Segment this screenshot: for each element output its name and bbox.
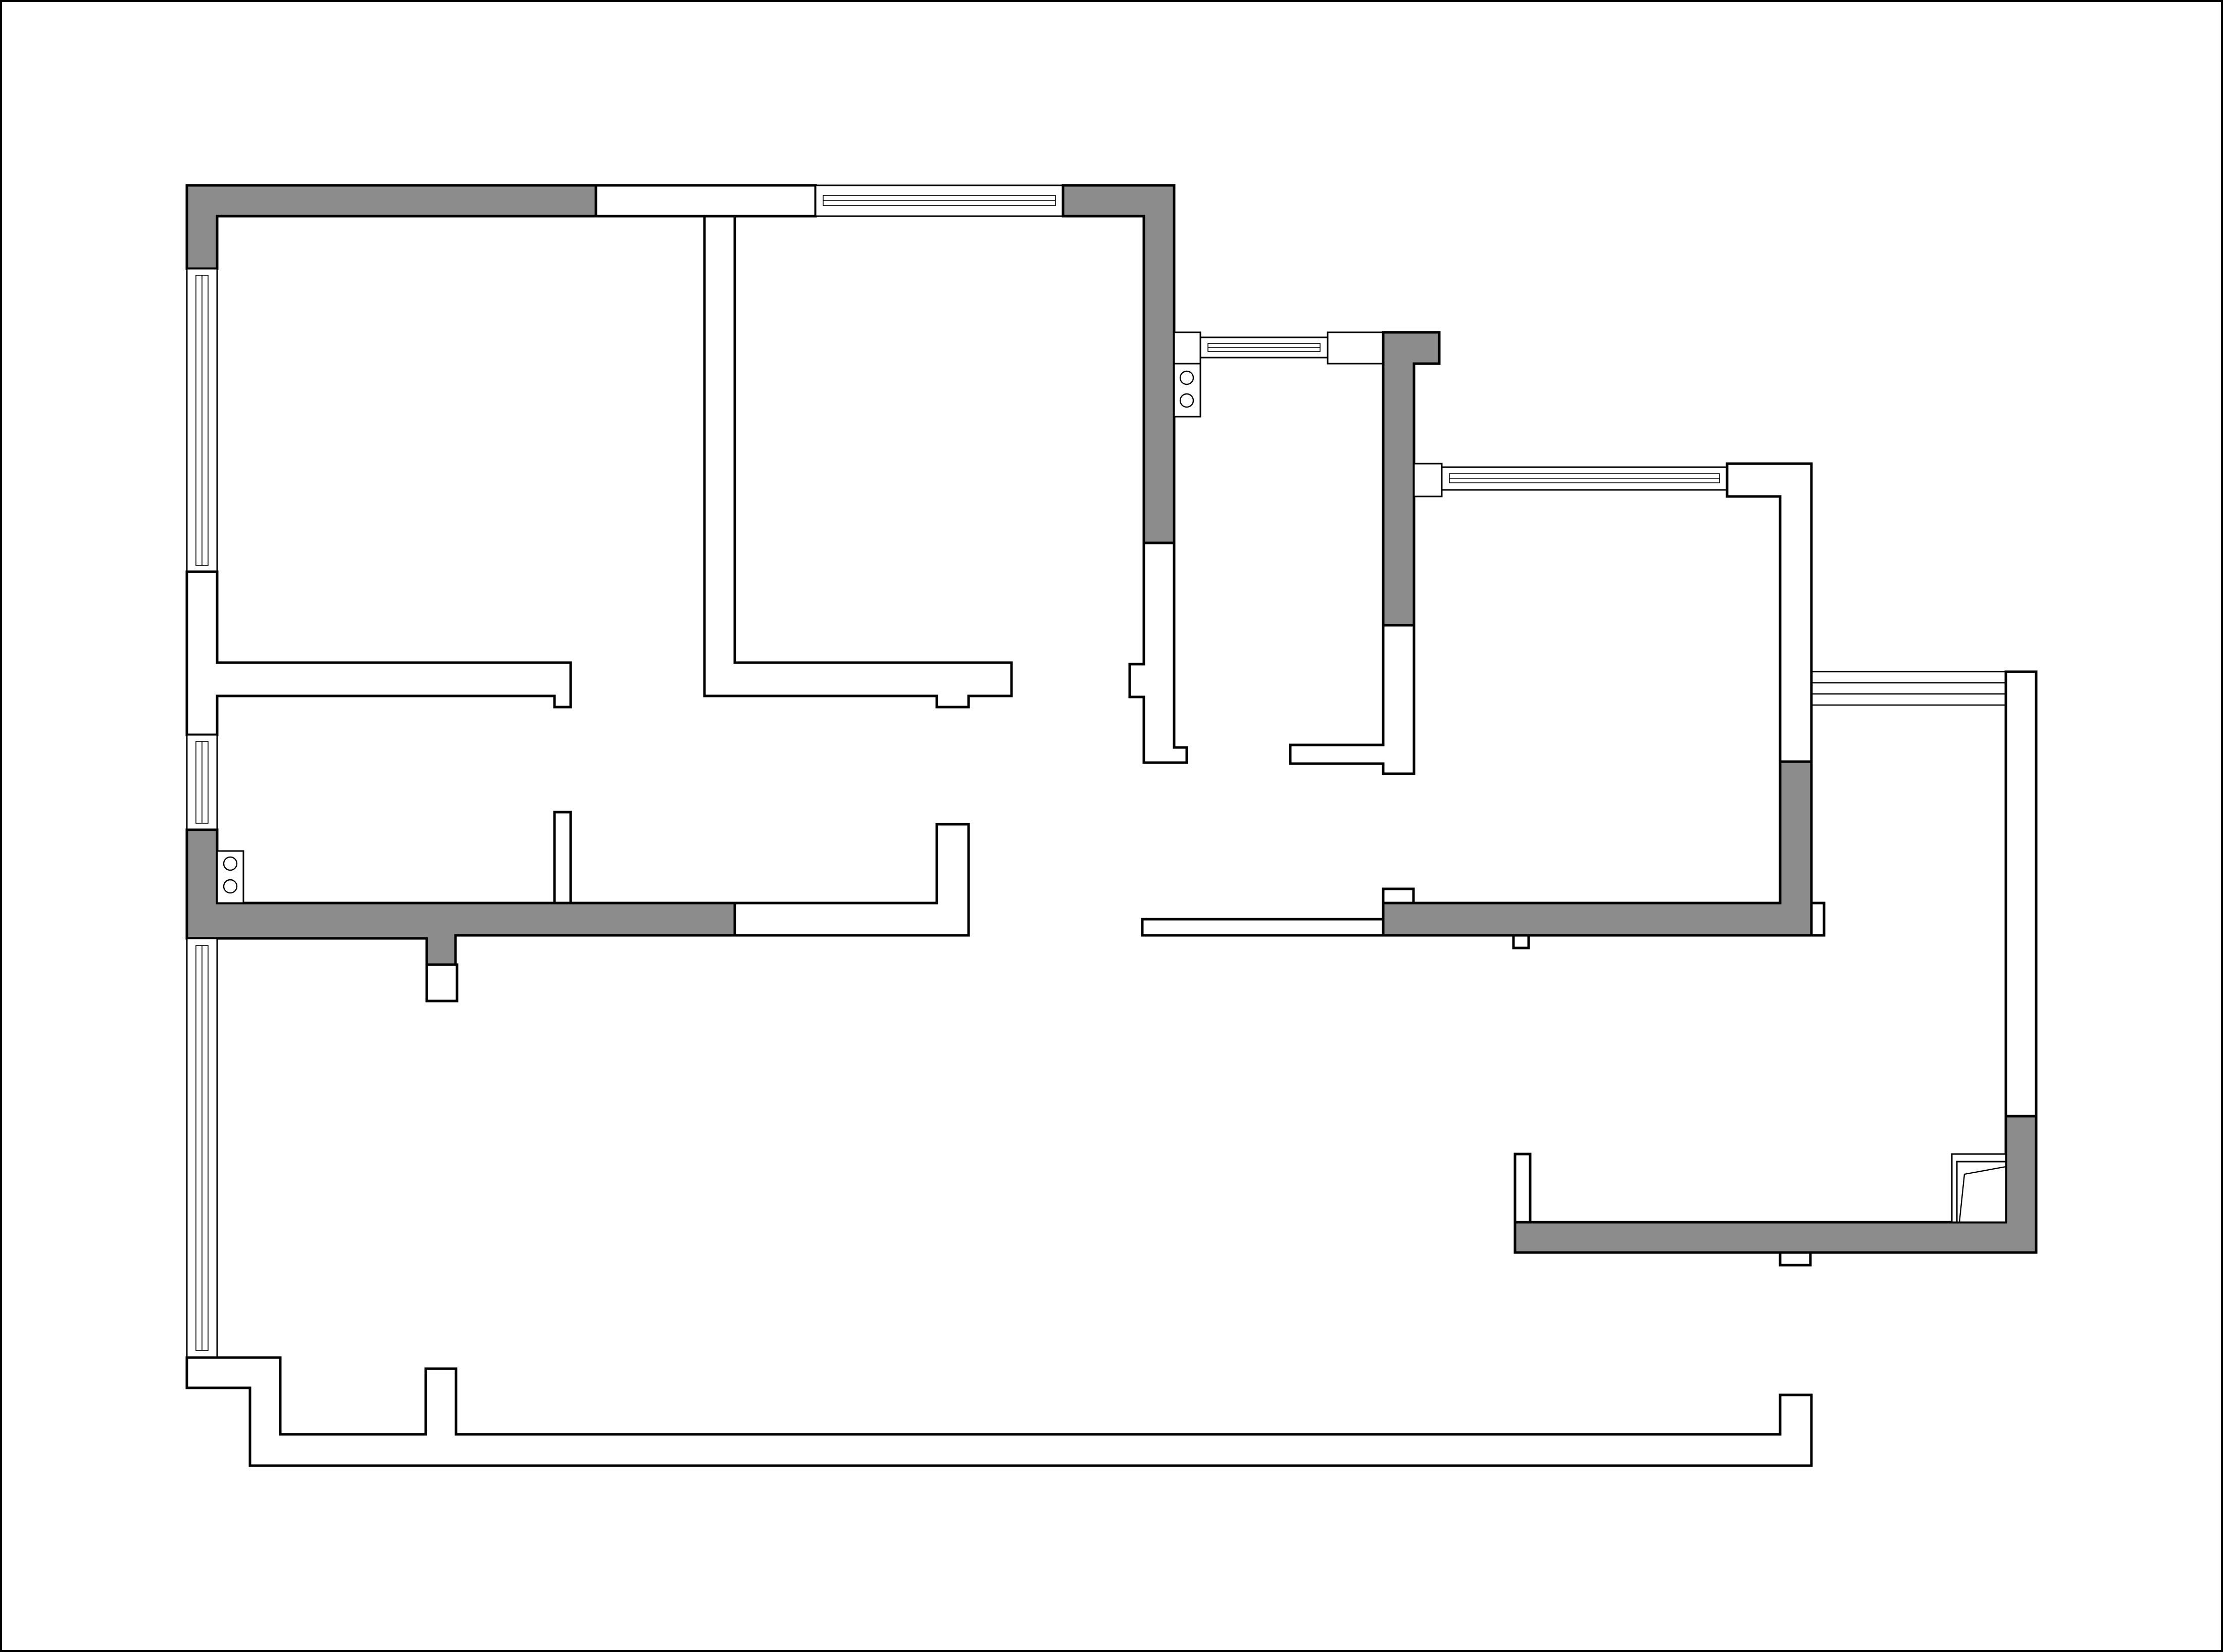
partition-hall-east [1128,541,1188,764]
wall-balcony-east [2004,670,2038,1118]
column-stub [425,963,459,1003]
partition-east-bedroom-door [1289,624,1416,775]
window-west-upper [186,268,218,573]
wall-south [185,1356,1813,1467]
railing-balcony [1811,671,2006,706]
partition-kitchen-post [553,811,572,905]
window-east-bedroom [1413,463,1728,497]
wall-stub-below [1512,934,1530,949]
wall-stub-door [1382,887,1415,905]
wall-stub-east [1810,902,1826,937]
wall-balcony-post [1513,1153,1532,1224]
partition-bedroom-divider [703,215,1013,709]
partition-kitchen-right [733,823,970,937]
pipe-shaft-center [1173,363,1201,418]
wall-top-middle [594,184,817,218]
window-corridor [1173,331,1384,365]
wall-balcony-stub [1779,1251,1812,1267]
window-west-middle [186,734,218,831]
partition-living-thin [1141,918,1385,937]
window-west-lower [186,937,218,1359]
floor-drain [1951,1153,2007,1223]
pipe-shaft-left [216,850,244,904]
window-top [815,184,1064,217]
